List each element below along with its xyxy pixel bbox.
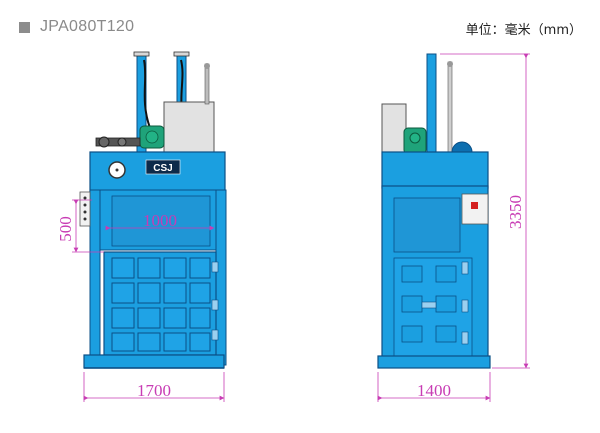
dimension-width-label: 1700: [137, 381, 171, 400]
model-square-icon: [19, 22, 30, 33]
dimension-depth-label: 1400: [417, 381, 451, 400]
door-grid: [111, 257, 211, 352]
control-panel: [79, 191, 91, 227]
side-base: [377, 355, 491, 369]
motor-housing: [163, 63, 215, 155]
side-upper-body: [381, 151, 489, 189]
machine-base: [83, 354, 225, 369]
header: JPA080T120 单位：毫米（mm）: [0, 0, 600, 46]
brand-plate: [145, 159, 181, 175]
hydraulic-motor: [95, 125, 165, 149]
side-motor-housing: [381, 103, 407, 157]
emergency-stop-icon: [471, 202, 478, 209]
dimension-depth: 1400: [377, 372, 491, 402]
side-pulley: [451, 141, 473, 153]
side-view: 1400 3350: [377, 53, 530, 402]
model-title: JPA080T120: [40, 18, 135, 35]
dimension-chamber-width-label: 1000: [143, 211, 177, 230]
dimension-chamber-width: 1000: [105, 211, 215, 231]
door-latch: [421, 301, 437, 309]
dimension-opening-height: 500: [56, 199, 104, 253]
dimension-width: 1700: [83, 372, 225, 402]
front-view: CSJ: [56, 51, 227, 402]
dimension-height-label: 3350: [506, 195, 525, 229]
side-cylinder-column: [426, 53, 437, 155]
brand-plate-text: CSJ: [153, 163, 172, 174]
dimension-opening-height-label: 500: [56, 216, 75, 242]
frame-pillar-left: [89, 189, 101, 366]
dimension-height: 3350: [440, 53, 530, 369]
unit-label: 单位：毫米（mm）: [465, 23, 582, 38]
